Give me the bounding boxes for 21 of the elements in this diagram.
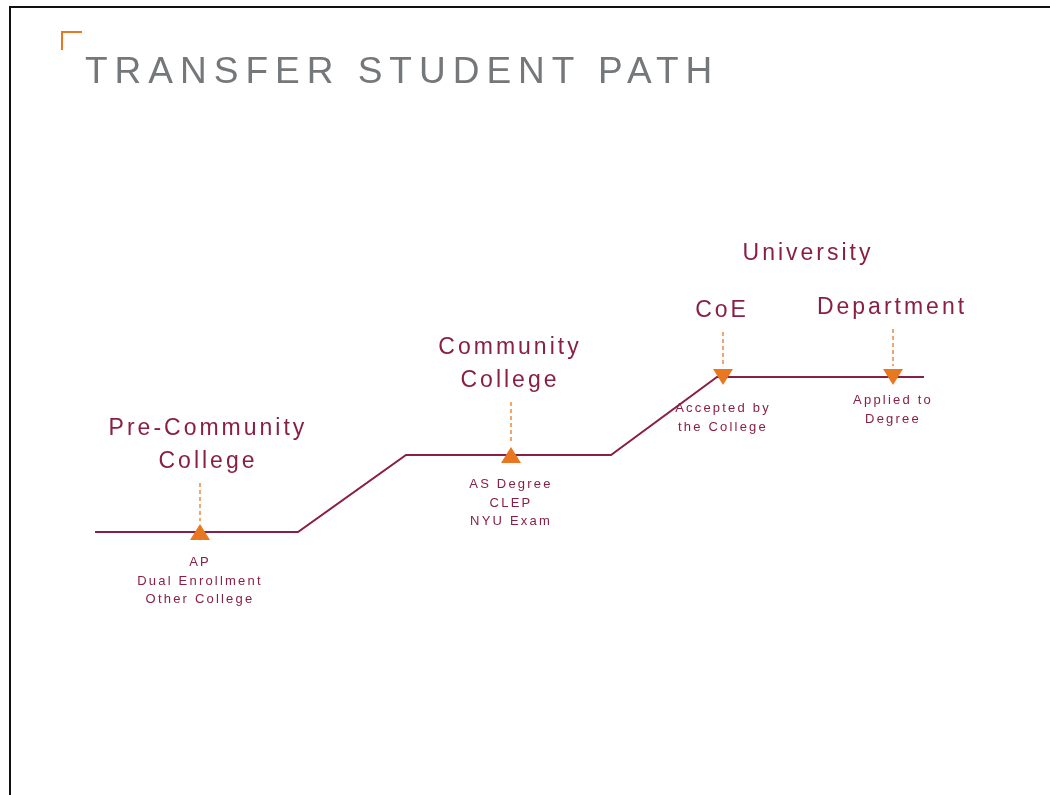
stage-label: Community College [410,330,610,396]
milestone-note: AS Degree [468,475,554,493]
milestone-triangle-down [883,369,903,385]
leader-line [199,482,201,522]
milestone-triangle [190,524,210,540]
stage-label: Pre-Community College [83,411,333,477]
stage-label: Department [797,290,987,323]
milestone-triangle-down [713,369,733,385]
stage-label: CoE [682,293,762,326]
leader-line [892,328,894,367]
milestone-note: AP [188,553,212,571]
title: TRANSFER STUDENT PATH [85,50,720,92]
leader-line [722,331,724,367]
milestone-note: NYU Exam [469,512,553,530]
milestone-note: CLEP [488,493,534,512]
milestone-note: Other College [144,590,256,608]
milestone-note: Accepted by the College [674,399,772,436]
milestone-note: Applied to Degree [852,391,934,428]
milestone-triangle [501,447,521,463]
milestone-note: Dual Enrollment [136,571,264,590]
group-heading: University [741,238,875,267]
